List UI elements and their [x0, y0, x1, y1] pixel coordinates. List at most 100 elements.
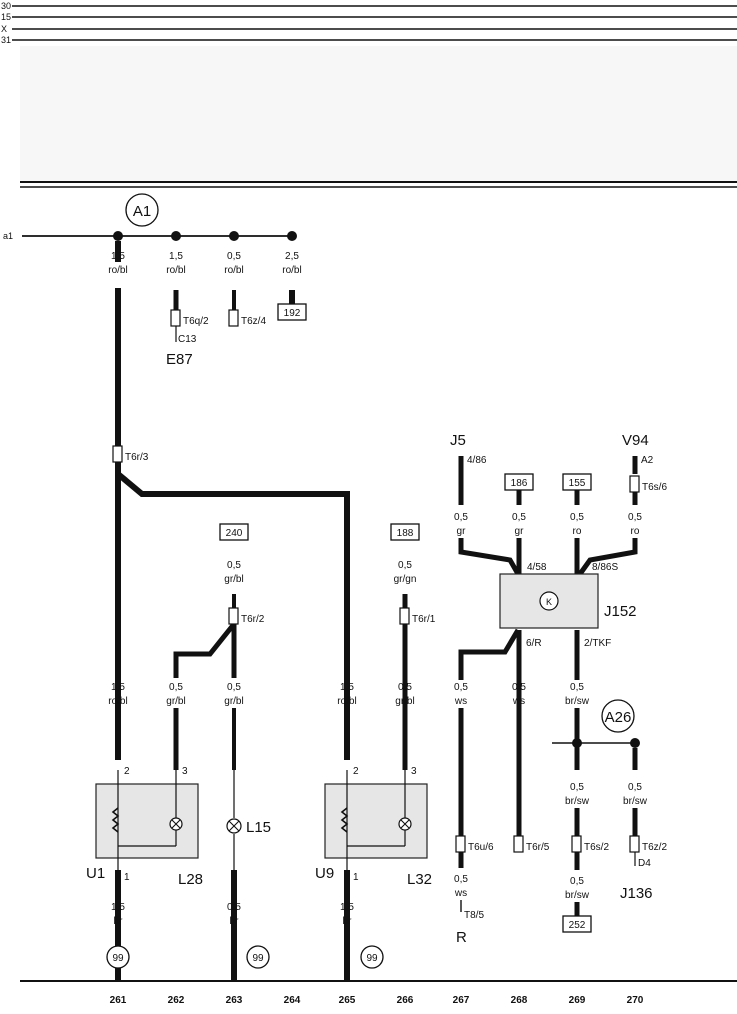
w267-low-color: ws: [454, 696, 467, 707]
bus-a26-node-269: [572, 738, 582, 748]
w261-low-size: 1,5: [111, 682, 125, 693]
t6s6-connector-icon: [629, 475, 640, 493]
l28-lamp-cross: [171, 819, 181, 829]
w261-low-color: ro/bl: [108, 696, 127, 707]
w262-low-size: 0,5: [169, 682, 183, 693]
c13-label: C13: [178, 334, 197, 345]
w268-low-size: 0,5: [512, 682, 526, 693]
r-label: R: [456, 929, 467, 946]
w269-mid-size: 0,5: [570, 512, 584, 523]
column-267: 267: [453, 995, 470, 1006]
w265-bot-color: br: [343, 916, 353, 927]
ref-188-box: [390, 523, 420, 541]
w268-low-color: ws: [512, 696, 525, 707]
ref-192-box: [277, 303, 307, 321]
w269-low-size: 0,5: [570, 682, 584, 693]
ref-186-box: [504, 473, 534, 491]
ref-186-label: 186: [511, 478, 528, 489]
w268-mid-color: gr: [515, 526, 525, 537]
rail-15-label: 15: [1, 12, 11, 22]
wire-labels: 1,5 ro/bl 1,5 ro/bl 0,5 ro/bl 2,5 ro/bl …: [108, 251, 647, 927]
wire-262-branch: [173, 622, 236, 678]
u1-label: U1: [86, 865, 105, 882]
ground-points: 99 99 99: [106, 945, 384, 969]
column-263: 263: [226, 995, 243, 1006]
blank-region: [20, 46, 737, 182]
ground-265-label: 99: [366, 953, 378, 964]
w263-mid-color: gr/bl: [224, 574, 243, 585]
v94-pin-label: A2: [641, 455, 654, 466]
t85-label: T8/5: [464, 910, 484, 921]
w270-a26-color: br/sw: [623, 796, 648, 807]
w270-mid-size: 0,5: [628, 512, 642, 523]
ref-240-box: [219, 523, 249, 541]
w263-low-size: 0,5: [227, 682, 241, 693]
ground-263-label: 99: [252, 953, 264, 964]
w269-bot-color: br/sw: [565, 890, 590, 901]
v94-label: V94: [622, 432, 649, 449]
ref-192-label: 192: [284, 308, 301, 319]
wire-k-to-267: [458, 628, 521, 680]
column-266: 266: [397, 995, 414, 1006]
w266-mid-color: gr/gn: [394, 574, 417, 585]
w263-mid-size: 0,5: [227, 560, 241, 571]
k-circle: [539, 591, 559, 611]
w270-mid-color: ro: [631, 526, 640, 537]
e87-label: E87: [166, 351, 193, 368]
bus-a26-node-270: [630, 738, 640, 748]
w261-bot-size: 1,5: [111, 902, 125, 913]
wire-270-to-k: [577, 538, 638, 576]
pin-6r-label: 6/R: [526, 638, 542, 649]
pin-2tkf-label: 2/TKF: [584, 638, 611, 649]
pin-886s-label: 8/86S: [592, 562, 618, 573]
t6z2-connector-icon: [629, 835, 640, 853]
t6u6-label: T6u/6: [468, 842, 494, 853]
k-circle-label: K: [546, 597, 552, 607]
w268-mid-size: 0,5: [512, 512, 526, 523]
ref-188-label: 188: [397, 528, 414, 539]
components: E87 J5 V94 K J152 U1 L28 L15 U9 L32: [86, 351, 653, 946]
t6r2-connector-icon: [228, 607, 239, 625]
l15-label: L15: [246, 819, 271, 836]
w267-low-size: 0,5: [454, 682, 468, 693]
column-261: 261: [110, 995, 127, 1006]
a1-circle: [125, 193, 159, 227]
w263-top-size: 0,5: [227, 251, 241, 262]
u9-pin2-label: 2: [353, 766, 359, 777]
j136-label: J136: [620, 885, 653, 902]
ground-263-circle: [246, 945, 270, 969]
bus-a1: a1 A1: [3, 193, 297, 241]
w263-low-color: gr/bl: [224, 696, 243, 707]
reference-boxes: 192 240 188 186 155 252: [219, 303, 592, 933]
a26-circle-label: A26: [605, 709, 632, 726]
t6z4-connector-icon: [228, 309, 239, 327]
w262-low-color: gr/bl: [166, 696, 185, 707]
wire-splice-261-265: [116, 471, 350, 760]
bus-a1-label: a1: [3, 231, 13, 241]
bus-a1-node-264: [287, 231, 297, 241]
u1-pin2-label: 2: [124, 766, 130, 777]
u9-heater-icon: [340, 807, 349, 833]
w269-a26-size: 0,5: [570, 782, 584, 793]
column-269: 269: [569, 995, 586, 1006]
t6r5-connector-icon: [513, 835, 524, 853]
u1-pin3-label: 3: [182, 766, 188, 777]
w267-mid-size: 0,5: [454, 512, 468, 523]
t6z2-label: T6z/2: [642, 842, 667, 853]
w267-bot-size: 0,5: [454, 874, 468, 885]
rail-30-label: 30: [1, 1, 11, 11]
ref-252-box: [562, 915, 592, 933]
w263-top-color: ro/bl: [224, 265, 243, 276]
u1-box: [95, 783, 199, 859]
t6r1-connector-icon: [399, 607, 410, 625]
connectors: T6q/2 C13 T6z/4 T6r/3 T6r/2 T6r/1 4/86 A…: [112, 309, 667, 921]
w270-a26-size: 0,5: [628, 782, 642, 793]
l32-label: L32: [407, 871, 432, 888]
w265-low-color: ro/bl: [337, 696, 356, 707]
t6r3-connector-icon: [112, 445, 123, 463]
t6q2-label: T6q/2: [183, 316, 209, 327]
t6r2-label: T6r/2: [241, 614, 265, 625]
w262-top-size: 1,5: [169, 251, 183, 262]
j152-label: J152: [604, 603, 637, 620]
